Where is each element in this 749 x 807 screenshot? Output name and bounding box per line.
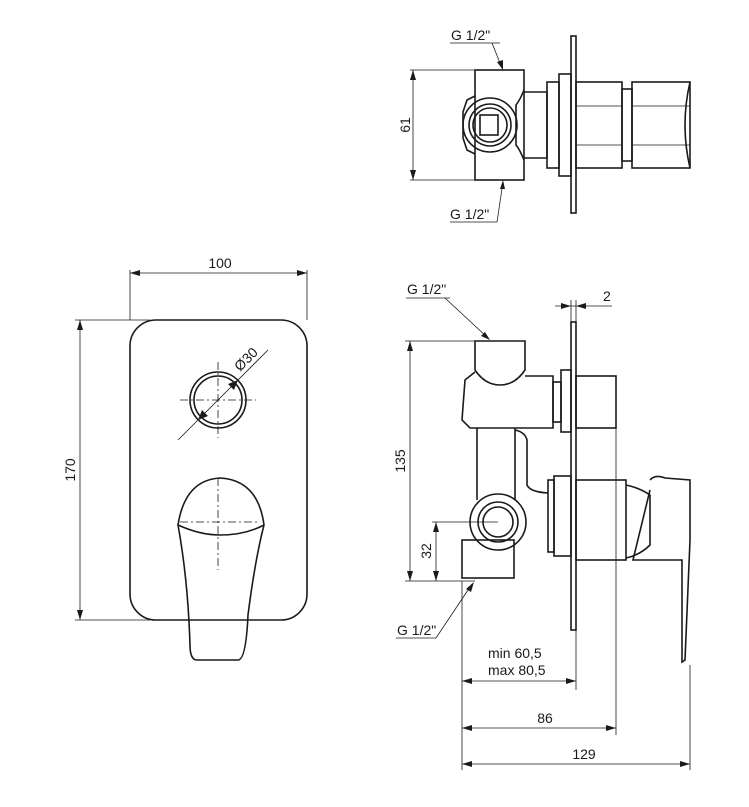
front-view: 100 170 Ø30 [62,255,308,661]
outlet-offset-dim: 32 [418,543,434,559]
depth-86-dim: 86 [537,710,553,726]
knob-diameter-label: Ø30 [231,344,261,374]
top-view: 61 G 1/2" G 1/2" [397,27,691,223]
top-height-dim: 61 [397,117,413,133]
depth-129-dim: 129 [572,746,596,762]
top-thread-top-label: G 1/2" [451,27,490,43]
side-height-dim: 135 [392,449,408,473]
side-thread-top-label: G 1/2" [407,281,446,297]
plate-thickness-dim: 2 [603,288,611,304]
side-view: 2 G 1/2" 135 32 G 1/2" min 60,5 max 80,5… [392,281,691,770]
front-width-dim: 100 [208,255,232,271]
depth-max-label: max 80,5 [488,662,546,678]
depth-min-label: min 60,5 [488,645,542,661]
side-thread-bottom-label: G 1/2" [397,622,436,638]
top-thread-bottom-label: G 1/2" [450,206,489,222]
front-height-dim: 170 [62,458,78,482]
